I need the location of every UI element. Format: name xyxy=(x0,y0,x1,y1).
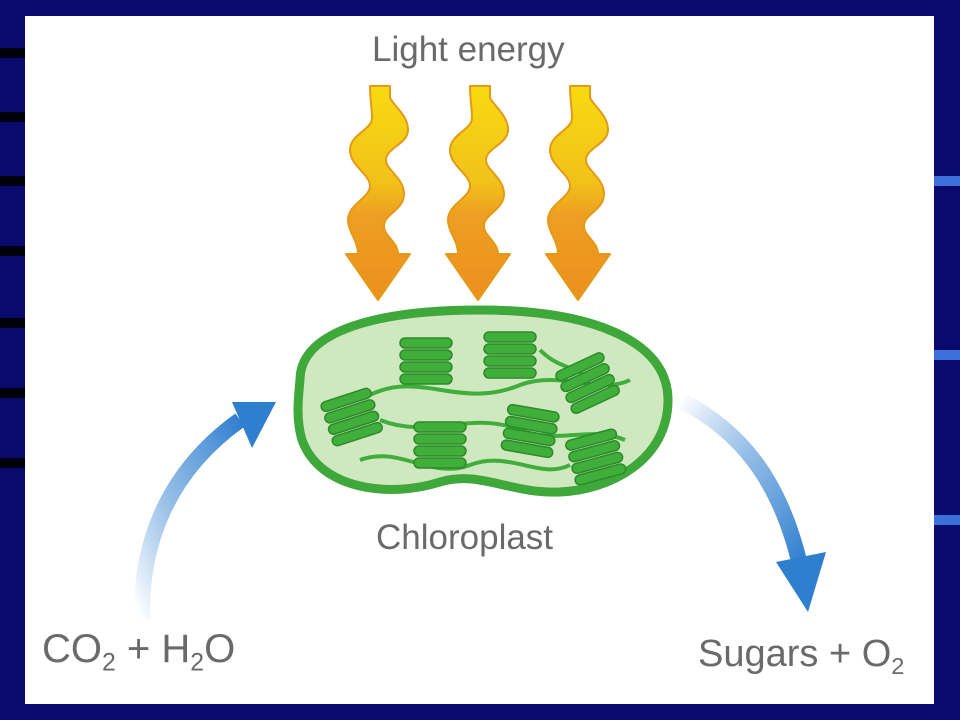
curved-arrow-icon xyxy=(133,402,276,621)
product-sugars: Sugars xyxy=(698,633,819,675)
plus-sign: + xyxy=(828,633,852,675)
products-label: Sugars + O2 xyxy=(698,633,905,680)
light-bolt-icon xyxy=(445,85,511,301)
reactant-h2o: H2O xyxy=(161,627,236,677)
reactants-label: CO2 + H2O xyxy=(42,627,236,677)
light-bolt-icon xyxy=(545,85,611,301)
chloroplast-label: Chloroplast xyxy=(376,518,554,557)
light-bolt-icon xyxy=(345,85,411,301)
product-o2: O2 xyxy=(861,633,905,680)
diagram-title: Light energy xyxy=(372,30,565,69)
plus-sign: + xyxy=(126,627,151,671)
curved-arrow-icon xyxy=(676,392,826,612)
reactant-co2: CO2 xyxy=(42,627,116,677)
chloroplast-icon xyxy=(293,305,673,497)
